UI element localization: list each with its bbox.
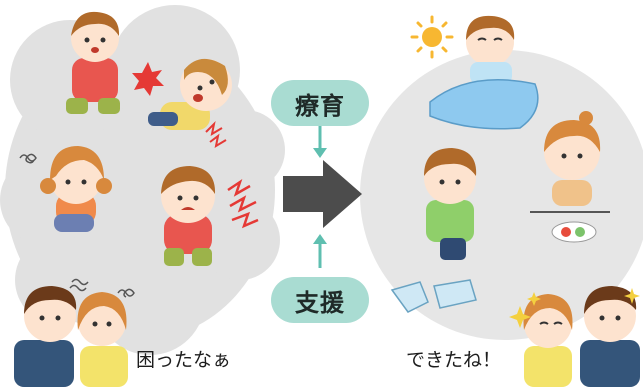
worry-scribble-icon xyxy=(19,153,135,298)
child-shouting xyxy=(66,11,120,114)
child-sitting-sad xyxy=(40,146,112,232)
success-caption: できたね！ xyxy=(406,349,502,371)
anger-burst-icon xyxy=(132,62,164,96)
up-arrow-icon xyxy=(313,234,327,268)
child-yelling xyxy=(161,166,216,266)
sun-icon xyxy=(410,15,454,59)
anger-zigzag-small-icon xyxy=(205,120,227,149)
child-getting-dressed xyxy=(424,148,477,260)
happy-parents xyxy=(523,286,640,387)
child-eating xyxy=(530,111,610,243)
sparkle-icon xyxy=(509,288,640,328)
folded-clothes xyxy=(390,279,477,313)
anger-zigzag-icon xyxy=(227,178,259,229)
child-lying-crying xyxy=(148,58,232,130)
transition-arrow-icon xyxy=(283,160,362,228)
down-arrow-icon xyxy=(313,125,327,158)
child-waking-up xyxy=(429,15,539,130)
worried-parents xyxy=(14,286,128,387)
support-label: 支援 xyxy=(271,277,369,323)
therapy-label: 療育 xyxy=(271,80,369,126)
trouble-caption: 困ったなぁ xyxy=(136,349,232,371)
